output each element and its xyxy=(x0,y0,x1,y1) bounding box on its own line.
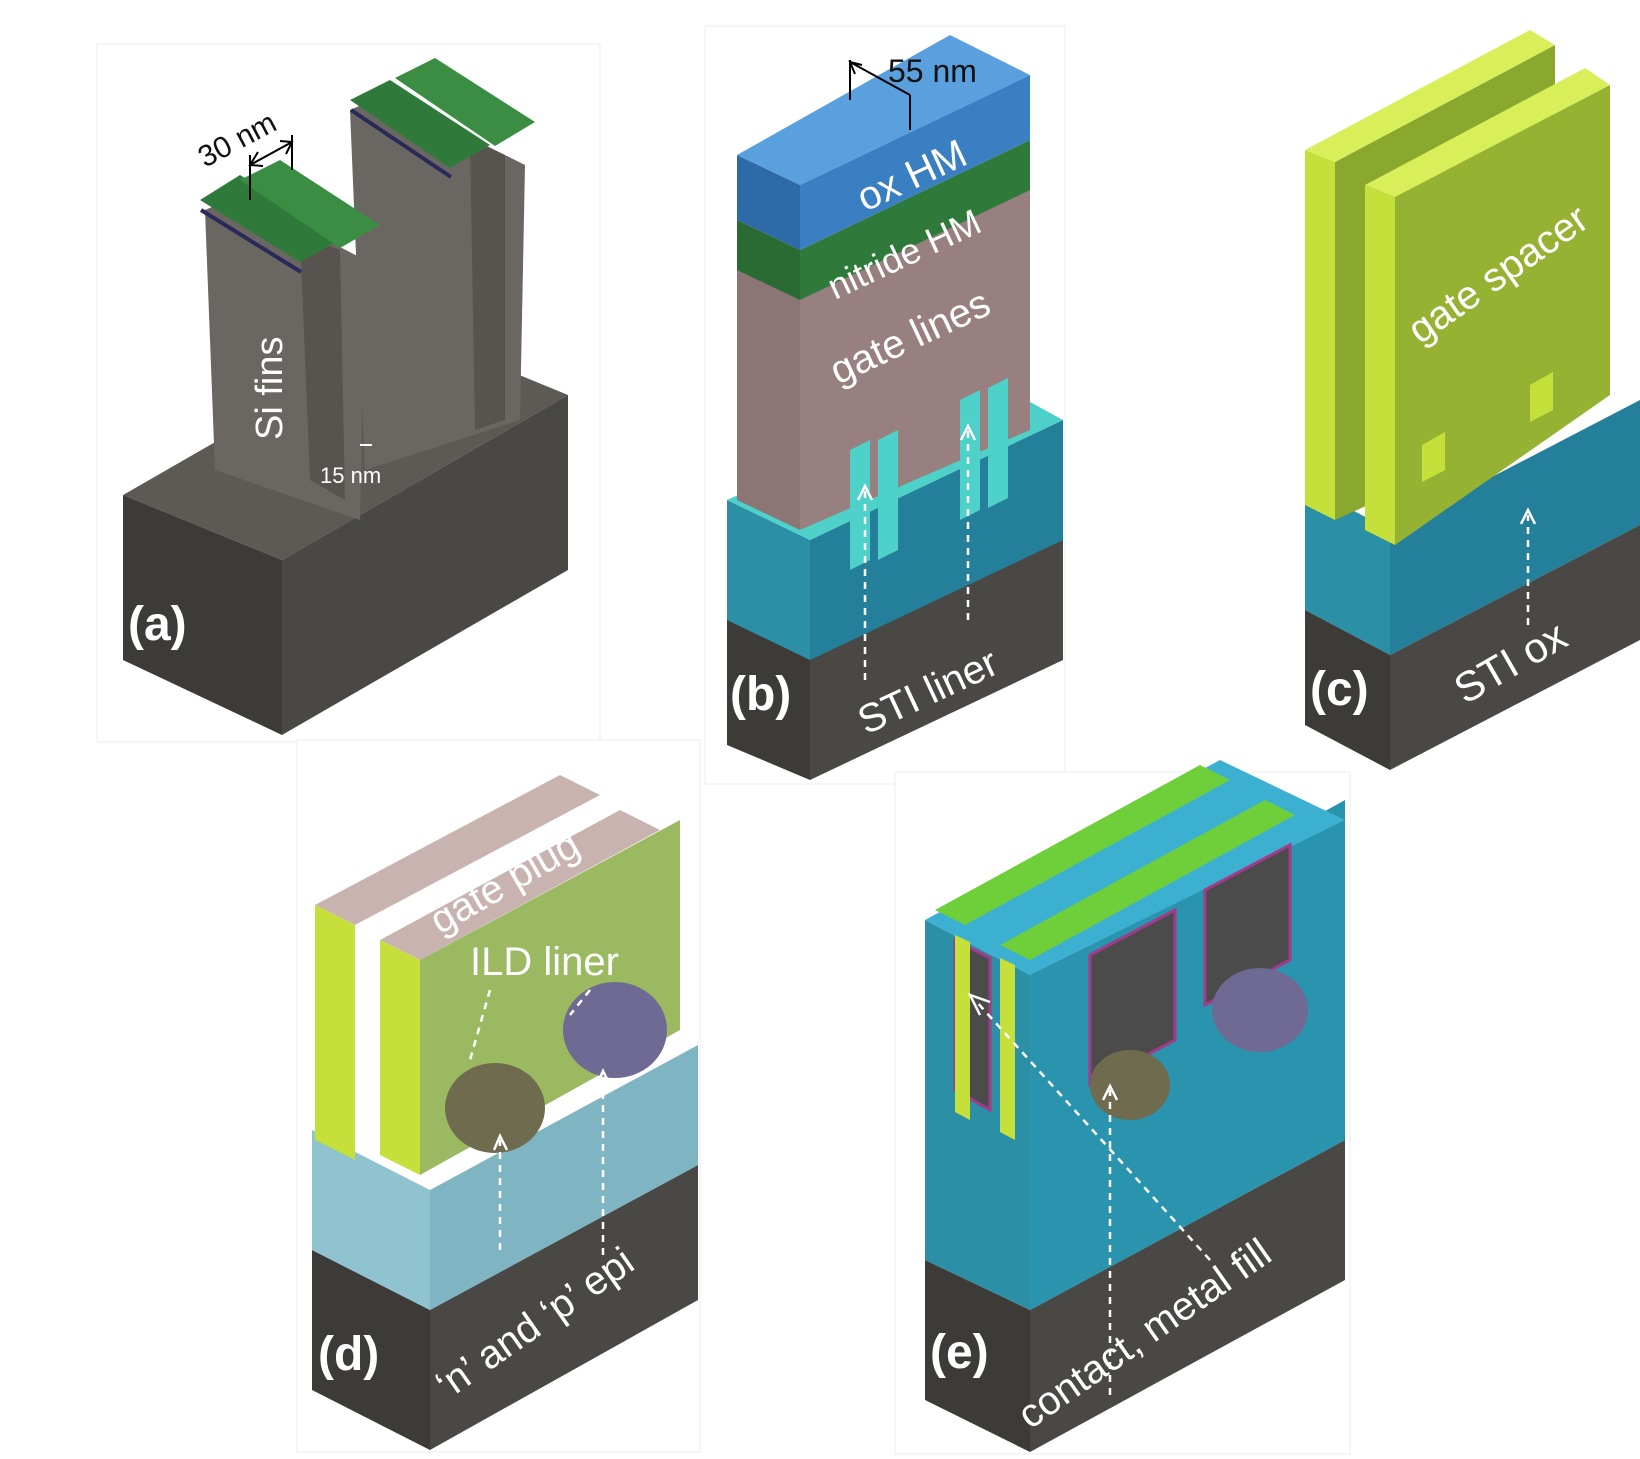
dim-30-arrow xyxy=(248,135,294,200)
spacer-face-2 xyxy=(1395,85,1610,545)
contact-3 xyxy=(1203,842,1292,1008)
spacer-top-2 xyxy=(1365,68,1610,197)
spacer-front-right xyxy=(1365,185,1395,545)
dim-55-arrow xyxy=(848,60,911,130)
spacer-e-1 xyxy=(955,935,970,1120)
panel-c-letter: (c) xyxy=(1310,663,1369,716)
ild-front xyxy=(312,1130,430,1310)
substrate-front xyxy=(123,495,282,735)
substrate-front-b xyxy=(727,620,810,780)
substrate-side-e xyxy=(1030,1140,1345,1452)
substrate-side-b xyxy=(810,540,1063,780)
substrate-front-c xyxy=(1305,610,1390,770)
sti-liner-arrows xyxy=(863,430,970,680)
sti-liner-fin-4 xyxy=(988,378,1008,508)
panel-b: 55 nm ox HM nitride HM gate lines STI li… xyxy=(704,25,1066,785)
arrowhead-d2 xyxy=(595,1068,612,1086)
ox-hm-front xyxy=(737,155,800,250)
substrate-side-c xyxy=(1390,525,1640,770)
epi-p xyxy=(563,982,667,1078)
nitride-hm-front xyxy=(737,220,800,300)
sti-liner-fin-2 xyxy=(878,430,898,560)
panel-a-letter: (a) xyxy=(128,598,187,651)
fin-cap-4 xyxy=(395,58,535,146)
contact-2 xyxy=(1088,907,1177,1088)
arrowhead-1 xyxy=(856,483,874,501)
epi-n-e xyxy=(1090,1050,1170,1120)
epi-p-e xyxy=(1212,968,1308,1052)
panel-c: gate spacer STI ox (c) xyxy=(1068,12,1640,772)
substrate-front-d xyxy=(312,1250,430,1450)
ild-liner-arrows xyxy=(468,989,605,1255)
sti-liner-fin-3 xyxy=(960,390,980,520)
gate-plug-face xyxy=(315,775,600,925)
fin-loop-2 xyxy=(1530,372,1553,422)
contact-arrows xyxy=(974,999,1211,1395)
ild-liner-label: ILD liner xyxy=(470,940,619,984)
epi-n xyxy=(445,1063,545,1153)
fin-cap-3 xyxy=(350,80,490,168)
panel-a: 30 nm 15 nm Si fins (a) xyxy=(96,43,601,743)
dim-55-label: 55 nm xyxy=(888,53,977,89)
fin-cap-1 xyxy=(200,175,340,262)
dim-15-label: 15 nm xyxy=(320,463,381,488)
fin-loop-1 xyxy=(1422,432,1445,482)
substrate-side-d xyxy=(430,1165,698,1450)
fin-cap-2 xyxy=(240,160,380,248)
gate-top-2 xyxy=(1000,800,1295,960)
arrowhead-c xyxy=(1519,507,1537,525)
panel-d-letter: (d) xyxy=(318,1328,379,1381)
gate-top-1 xyxy=(935,765,1230,925)
gate-plug-face-2 xyxy=(380,810,660,960)
ox-hm-side xyxy=(800,75,1030,250)
spacer-front-left xyxy=(1305,150,1335,520)
sti-ox-front xyxy=(727,500,810,665)
fin-2-shade xyxy=(470,140,505,430)
sti-liner-fin-1 xyxy=(850,440,870,570)
spacer-top xyxy=(1305,30,1555,162)
panel-d: gate plug ILD liner ‘n’ and ‘p’ epi (d) xyxy=(296,739,701,1453)
gate-body-front xyxy=(737,250,800,530)
substrate-side xyxy=(282,395,568,735)
substrate-front-e xyxy=(925,1260,1030,1452)
si-fins-label: Si fins xyxy=(249,337,291,440)
fin-1-shade xyxy=(300,235,345,500)
gate-wall-1 xyxy=(315,905,355,1160)
ild-side xyxy=(430,1045,698,1310)
panel-b-letter: (b) xyxy=(730,668,791,721)
arrowhead-2 xyxy=(959,423,977,441)
nitride-hm-side xyxy=(800,140,1030,300)
arrowhead-e2 xyxy=(1101,1083,1119,1101)
ox-hm-top xyxy=(737,35,1030,185)
arrowhead-e1 xyxy=(967,992,991,1016)
gate-wall-2 xyxy=(380,940,420,1175)
spacer-e-2 xyxy=(1000,958,1015,1140)
sti-ox-side-c xyxy=(1390,400,1640,655)
panel-e: contact, metal fill (e) xyxy=(894,760,1351,1455)
arrowhead-d1 xyxy=(492,1133,509,1151)
panel-e-letter: (e) xyxy=(930,1326,989,1379)
